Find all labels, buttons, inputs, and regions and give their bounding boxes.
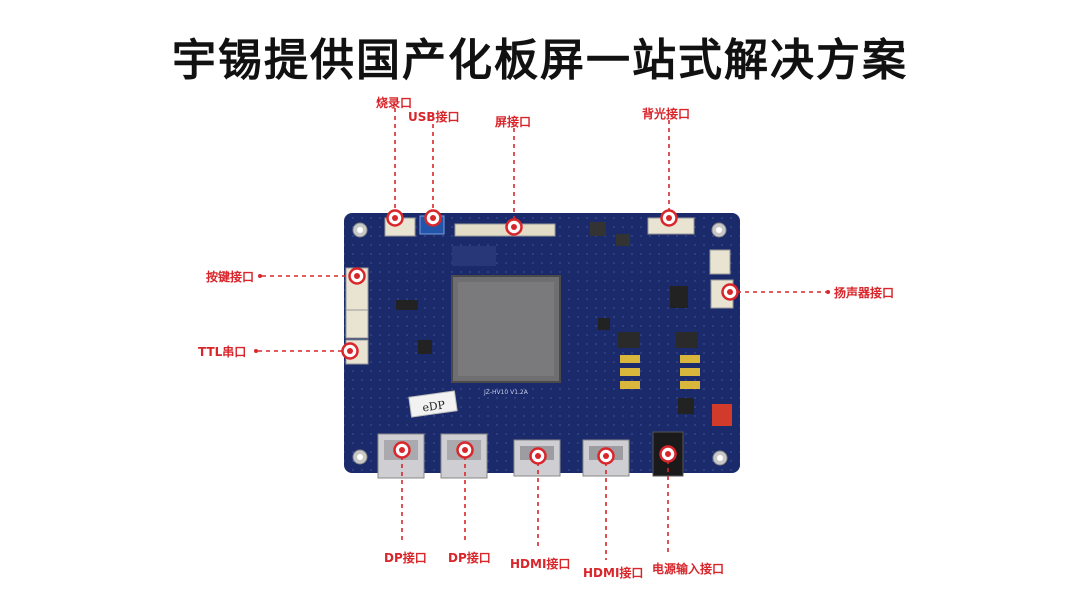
marker-hdmi2 [597, 447, 615, 465]
marker-speaker [721, 283, 739, 301]
marker-ttl [341, 342, 359, 360]
marker-dp2 [456, 441, 474, 459]
callout-hdmi-port-2: HDMI接口 [583, 566, 644, 580]
callout-keys-port: 按键接口 [206, 270, 255, 284]
edp-label: eDP [422, 398, 447, 414]
callout-hdmi-port-1: HDMI接口 [510, 557, 571, 571]
main-chip [451, 275, 561, 383]
callout-dp-port-2: DP接口 [448, 551, 491, 565]
marker-hdmi1 [529, 447, 547, 465]
marker-dp1 [393, 441, 411, 459]
callout-screen-port: 屏接口 [495, 115, 532, 129]
page-title: 宇锡提供国产化板屏一站式解决方案 [172, 35, 908, 86]
callout-ttl-port: TTL串口 [198, 345, 247, 359]
marker-power [659, 445, 677, 463]
callout-lines [258, 108, 826, 560]
marker-screen [505, 218, 523, 236]
chip-marking: JZ-HV10 V1.2A [483, 389, 529, 396]
callout-markers [341, 209, 739, 465]
callout-burn-port: 烧录口 [376, 96, 413, 110]
callout-end-dots [254, 274, 830, 353]
marker-backlight [660, 209, 678, 227]
marker-keys [348, 267, 366, 285]
callout-speaker-port: 扬声器接口 [834, 286, 895, 300]
callout-power-port: 电源输入接口 [652, 562, 725, 576]
edp-sticker [408, 390, 458, 418]
marker-usb [424, 209, 442, 227]
callout-usb-port: USB接口 [408, 110, 460, 124]
callout-dp-port-1: DP接口 [384, 551, 427, 565]
marker-burn [386, 209, 404, 227]
callout-backlight-port: 背光接口 [642, 107, 691, 121]
